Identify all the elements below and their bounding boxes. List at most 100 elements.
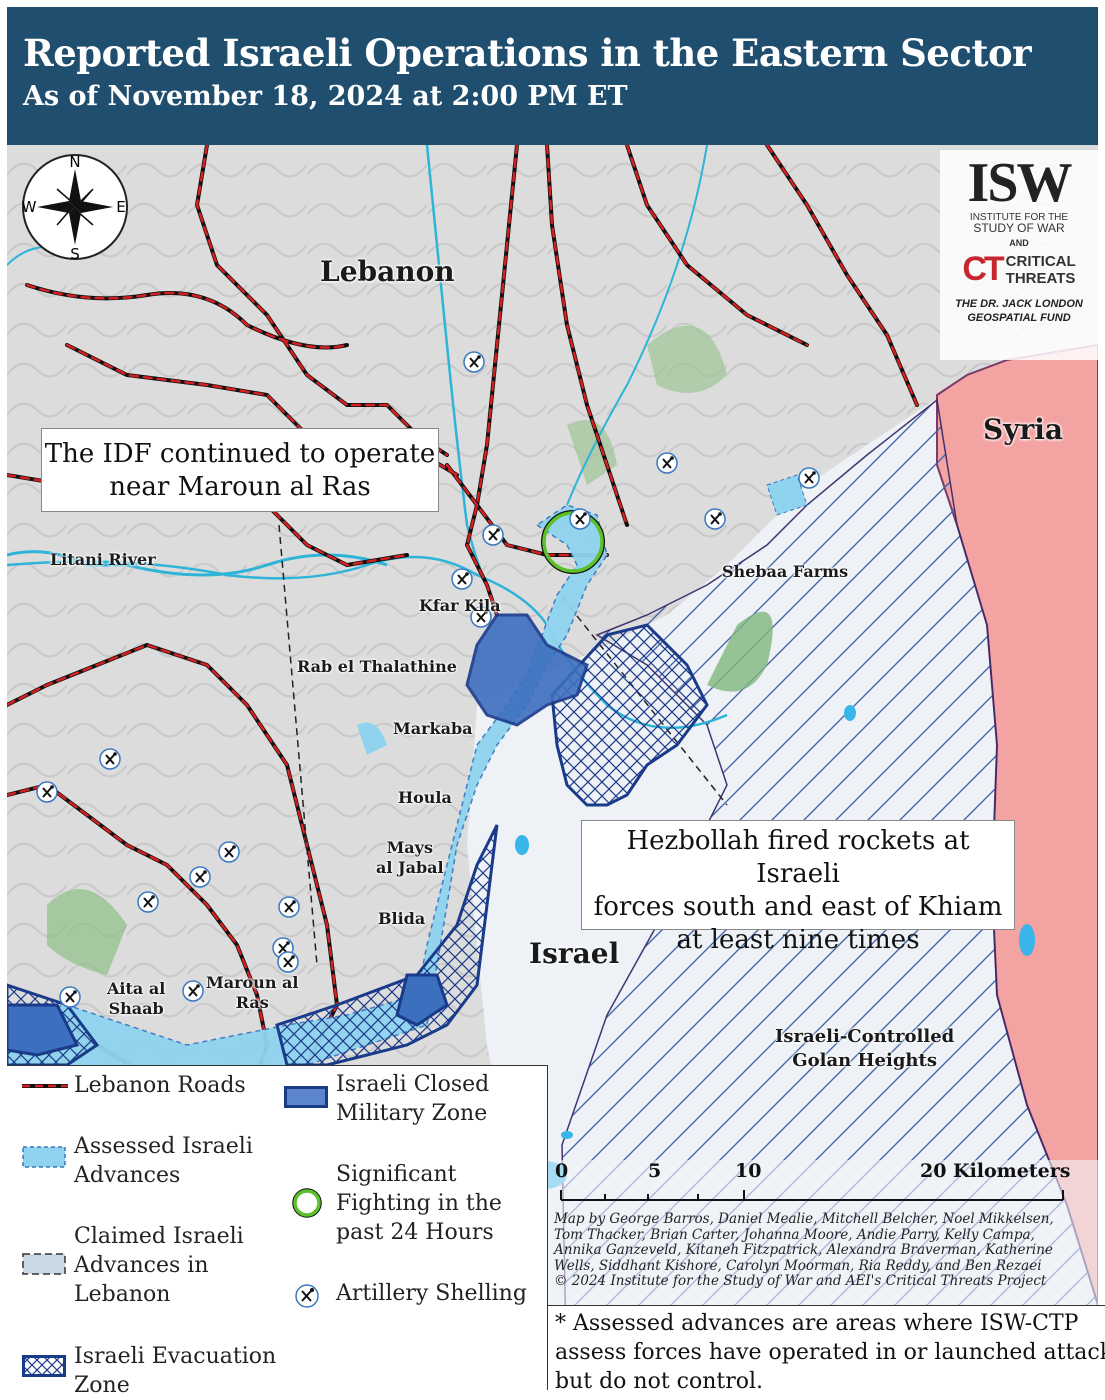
callout-hez-line-1: Hezbollah fired rockets at Israeli [626,826,970,889]
label-houla: Houla [398,788,452,807]
map-byline: Map by George Barros, Daniel Mealie, Mit… [554,1211,1099,1290]
scale-and-credits: 0 5 10 20 Kilometers Map by George Barro… [548,1160,1098,1305]
map-graphics: N S E W [7,145,1098,1389]
artillery-shelling-marker [218,841,240,863]
label-golan-line-2: Golan Heights [792,1050,937,1071]
artillery-shelling-marker [482,524,504,546]
ct-logo: CT CRITICAL THREATS [940,250,1098,289]
svg-text:N: N [69,153,80,171]
legend-closed-line-2: Military Zone [336,1101,488,1126]
assessment-footnote: * Assessed advances are areas where ISW-… [548,1305,1105,1389]
label-syria: Syria [983,413,1064,446]
artillery-shelling-marker [656,452,678,474]
label-mays-line-2: al Jabal [376,858,444,877]
legend-fighting-line-2: Fighting in the [336,1191,502,1216]
ct-line-2: THREATS [1005,269,1076,287]
callout-idf-line-2: near Maroun al Ras [109,472,371,502]
legend-closed-line-1: Israeli Closed [336,1072,490,1097]
label-aita-line-2: Shaab [108,999,164,1018]
scale-10: 10 [735,1160,762,1182]
artillery-shelling-marker [182,980,204,1002]
callout-idf-maroun: The IDF continued to operate near Maroun… [41,428,439,512]
fund-line-1: THE DR. JACK LONDON [955,298,1083,310]
callout-hez-line-3: at least nine times [676,925,920,955]
artillery-shelling-marker [451,568,473,590]
label-shebaa-farms: Shebaa Farms [722,562,849,581]
artillery-shelling-marker [189,866,211,888]
label-mays-line-1: Mays [386,838,433,857]
svg-text:E: E [116,198,125,216]
legend-fighting-line-1: Significant [336,1162,457,1187]
artillery-markers [36,351,820,1008]
artillery-shelling-marker [798,467,820,489]
legend-evac-line-2: Zone [74,1373,130,1398]
ct-text: CRITICAL THREATS [1006,253,1076,287]
byline-line-1: Map by George Barros, Daniel Mealie, Mit… [554,1211,1054,1227]
label-markaba: Markaba [393,719,473,738]
map-subtitle: As of November 18, 2024 at 2:00 PM ET [23,81,628,112]
byline-line-3: Annika Ganzeveld, Kitaneh Fitzpatrick, A… [554,1242,1053,1258]
logo-and: AND [1009,238,1029,248]
legend-claimed-label: Claimed Israeli Advances in Lebanon [74,1222,244,1309]
ct-mark: CT [962,250,1004,288]
scale-0: 0 [555,1160,569,1182]
legend-artillery-label: Artillery Shelling [336,1281,527,1306]
artillery-shelling-marker [569,508,591,530]
byline-line-4: Wells, Siddhant Kishore, Carolyn Moorman… [554,1257,1042,1274]
footnote-line-1: * Assessed advances are areas where ISW-… [555,1311,1079,1336]
artillery-shelling-marker [137,891,159,913]
callout-hezbollah-rockets: Hezbollah fired rockets at Israeli force… [581,820,1015,955]
isw-wordmark: ISW [967,152,1073,214]
artillery-shelling-marker [463,351,485,373]
legend-roads-label: Lebanon Roads [74,1073,246,1098]
legend-fighting-symbol [292,1188,322,1218]
legend-closed-label: Israeli Closed Military Zone [336,1070,489,1128]
artillery-shelling-marker [277,951,299,973]
compass-rose: N S E W [22,153,128,263]
legend-fighting-line-3: past 24 Hours [336,1220,494,1245]
scale-5: 5 [648,1160,662,1182]
label-litani-river: Litani River [50,550,156,569]
footnote-line-2: assess forces have operated in or launch… [555,1340,1105,1365]
label-maroun-line-2: Ras [235,993,269,1012]
scale-bar [560,1190,1064,1201]
label-maroun-al-ras: Maroun al Ras [206,973,298,1013]
legend-assessed-line-2: Advances [74,1163,181,1188]
legend-assessed-symbol [22,1146,66,1168]
legend-assessed-line-1: Assessed Israeli [74,1134,253,1159]
scale-20-km: 20 Kilometers [920,1160,1071,1182]
artillery-shelling-marker [278,896,300,918]
artillery-shelling-marker [59,986,81,1008]
isw-ct-logo: ISW INSTITUTE FOR THE STUDY OF WAR AND C… [940,150,1098,360]
label-golan-heights: Israeli-Controlled Golan Heights [775,1025,954,1073]
legend-claimed-line-3: Lebanon [74,1282,171,1307]
artillery-icon [295,1284,319,1308]
svg-text:W: W [22,198,37,216]
copyright-line: © 2024 Institute for the Study of War an… [554,1273,1047,1289]
map-legend: Lebanon Roads Assessed Israeli Advances … [7,1065,548,1398]
map-header: Reported Israeli Operations in the Easte… [7,7,1098,145]
label-aita-line-1: Aita al [107,979,166,998]
legend-closed-symbol [284,1086,328,1108]
legend-fighting-label: Significant Fighting in the past 24 Hour… [336,1160,502,1247]
legend-claimed-line-1: Claimed Israeli [74,1224,244,1249]
legend-evac-label: Israeli Evacuation Zone [74,1342,276,1400]
label-aita-al-shaab: Aita al Shaab [107,979,165,1019]
label-lebanon: Lebanon [320,255,455,288]
legend-claimed-symbol [22,1253,66,1275]
callout-hez-line-2: forces south and east of Khiam [593,892,1003,922]
label-israel: Israel [529,937,620,970]
legend-evac-symbol [22,1355,66,1377]
svg-text:S: S [70,245,80,263]
artillery-shelling-marker [704,508,726,530]
legend-evac-line-1: Israeli Evacuation [74,1344,277,1369]
fund-line-2: GEOSPATIAL FUND [967,312,1071,324]
label-mays-al-jabal: Mays al Jabal [376,838,444,878]
isw-sub-2: STUDY OF WAR [973,221,1065,235]
label-kfar-kila: Kfar Kila [419,596,501,615]
map-canvas[interactable]: N S E W Lebanon Syria Israel Litani Rive… [7,145,1098,1389]
label-rab-el-thalathine: Rab el Thalathine [297,657,457,676]
legend-assessed-label: Assessed Israeli Advances [74,1132,253,1190]
map-title: Reported Israeli Operations in the Easte… [23,31,1032,75]
footnote-line-3: but do not control. [555,1369,764,1389]
